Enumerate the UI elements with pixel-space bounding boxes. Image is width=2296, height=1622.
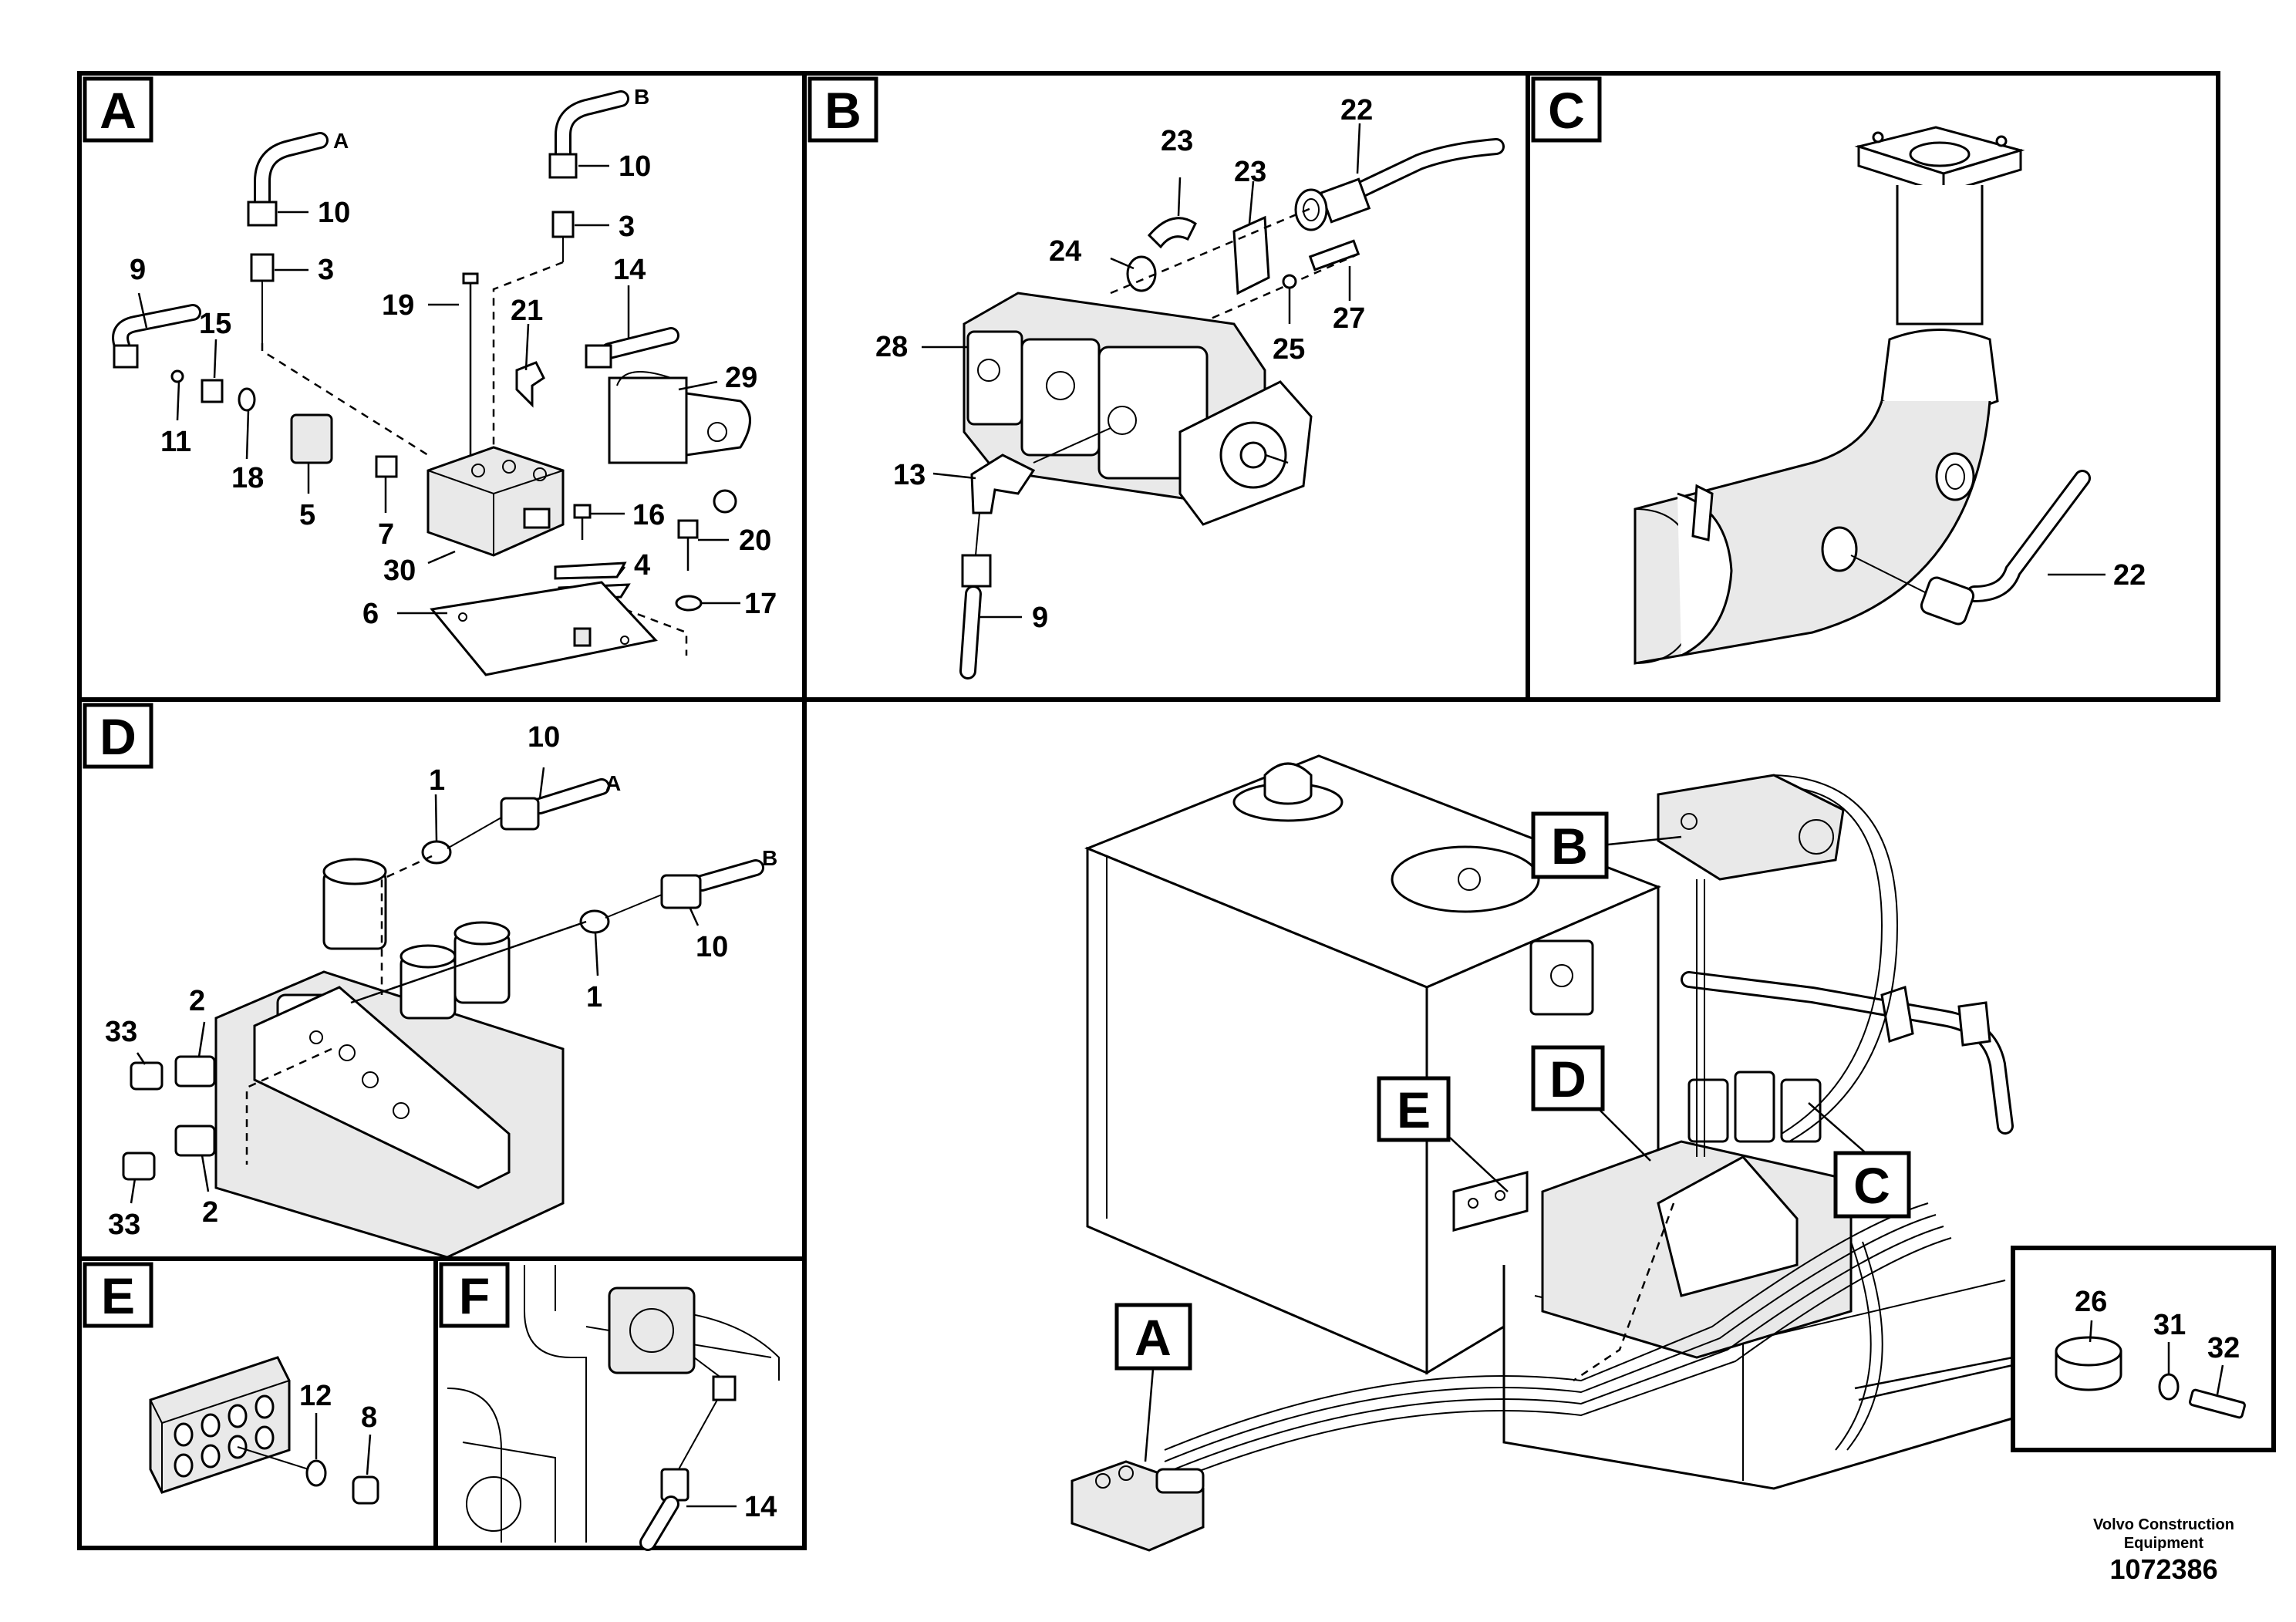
brand-line-2: Equipment xyxy=(2123,1535,2204,1552)
overview-callout-e: E xyxy=(1397,1081,1431,1138)
panel-d-label-b: B xyxy=(762,846,777,870)
panel-a-label-20: 20 xyxy=(739,524,771,557)
panel-a-label-3b: 3 xyxy=(619,211,635,243)
panel-d-drawing: 10 1 A B 10 1 2 33 2 33 xyxy=(105,721,777,1259)
panel-a-label-30: 30 xyxy=(383,555,416,587)
panel-a-label-3a: 3 xyxy=(318,254,334,286)
panel-d-label-1b: 1 xyxy=(586,981,602,1013)
panel-a-label-b: B xyxy=(634,85,649,109)
panel-e-drawing: 12 8 xyxy=(149,1356,379,1505)
panel-d-label-2b: 2 xyxy=(202,1196,218,1229)
panel-a-label-6: 6 xyxy=(362,598,379,630)
panel-a-label-21: 21 xyxy=(511,295,543,327)
panel-b-label-24: 24 xyxy=(1049,235,1081,268)
overview-callout-a: A xyxy=(1135,1309,1172,1366)
panel-d-label-10b: 10 xyxy=(696,931,728,963)
overview-drawing: B D E C A 26 31 32 xyxy=(1070,754,2276,1552)
panel-a-label-a: A xyxy=(333,129,349,153)
brand-line-1: Volvo Construction xyxy=(2093,1516,2234,1533)
panel-b-drawing: 22 23 23 24 28 25 27 13 9 xyxy=(875,94,1505,679)
panel-d-label-33b: 33 xyxy=(108,1209,140,1241)
panel-a-label-19: 19 xyxy=(382,289,414,322)
panel-a-label-29: 29 xyxy=(725,362,757,394)
panel-d-label-1a: 1 xyxy=(429,764,445,797)
panel-a-label-18: 18 xyxy=(231,462,264,494)
panel-b-label-22: 22 xyxy=(1340,94,1373,126)
footer-brand-block: Volvo Construction Equipment 1072386 xyxy=(2093,1516,2234,1587)
overview-detail-label-31: 31 xyxy=(2153,1309,2186,1341)
panel-b-label-28: 28 xyxy=(875,331,908,363)
panel-f-drawing: 14 xyxy=(447,1265,780,1551)
document-number: 1072386 xyxy=(2109,1553,2218,1585)
overview-detail-label-32: 32 xyxy=(2207,1332,2240,1364)
panel-d-label-10a: 10 xyxy=(528,721,560,754)
panel-e-tag: E xyxy=(101,1267,135,1324)
panel-b-label-23b: 23 xyxy=(1234,156,1266,188)
overview-callout-b: B xyxy=(1551,818,1588,875)
panel-d-label-a: A xyxy=(605,771,621,795)
panel-b-label-9: 9 xyxy=(1032,602,1048,634)
panel-d-label-2a: 2 xyxy=(189,985,205,1017)
panel-d-label-33a: 33 xyxy=(105,1016,137,1048)
panel-a-drawing: A 10 3 B 10 3 9 15 19 21 14 29 11 18 5 7… xyxy=(112,85,777,676)
panel-tags: A B C D E F xyxy=(83,76,1602,1328)
panel-a-label-7: 7 xyxy=(378,518,394,551)
panel-c-tag: C xyxy=(1548,82,1585,139)
panel-f-label-14: 14 xyxy=(744,1491,777,1523)
overview-callout-d: D xyxy=(1549,1050,1586,1108)
panel-d-tag: D xyxy=(99,708,137,765)
panel-e-label-8: 8 xyxy=(361,1401,377,1434)
panel-a-label-5: 5 xyxy=(299,499,315,531)
panel-a-label-16: 16 xyxy=(632,499,665,531)
panel-a-label-9: 9 xyxy=(130,254,146,286)
panel-a-label-10a: 10 xyxy=(318,197,350,229)
panel-a-label-14: 14 xyxy=(613,254,646,286)
panel-b-label-13: 13 xyxy=(893,459,925,491)
panel-f-tag: F xyxy=(459,1267,490,1324)
panel-a-label-11: 11 xyxy=(160,426,191,458)
overview-callout-c: C xyxy=(1853,1157,1890,1214)
panel-a-label-4: 4 xyxy=(634,549,650,582)
panel-a-label-10b: 10 xyxy=(619,150,651,183)
panel-b-tag: B xyxy=(824,82,861,139)
panel-e-label-12: 12 xyxy=(299,1380,332,1412)
panel-b-label-23a: 23 xyxy=(1161,125,1193,157)
overview-detail-label-26: 26 xyxy=(2075,1286,2107,1318)
panel-b-label-27: 27 xyxy=(1333,302,1365,335)
panel-a-label-17: 17 xyxy=(744,588,777,620)
panel-c-drawing: 22 xyxy=(1633,126,2146,665)
panel-b-label-25: 25 xyxy=(1273,333,1305,366)
panel-a-label-15: 15 xyxy=(199,308,231,340)
panel-a-tag: A xyxy=(99,82,137,139)
panel-c-label-22: 22 xyxy=(2113,559,2146,592)
